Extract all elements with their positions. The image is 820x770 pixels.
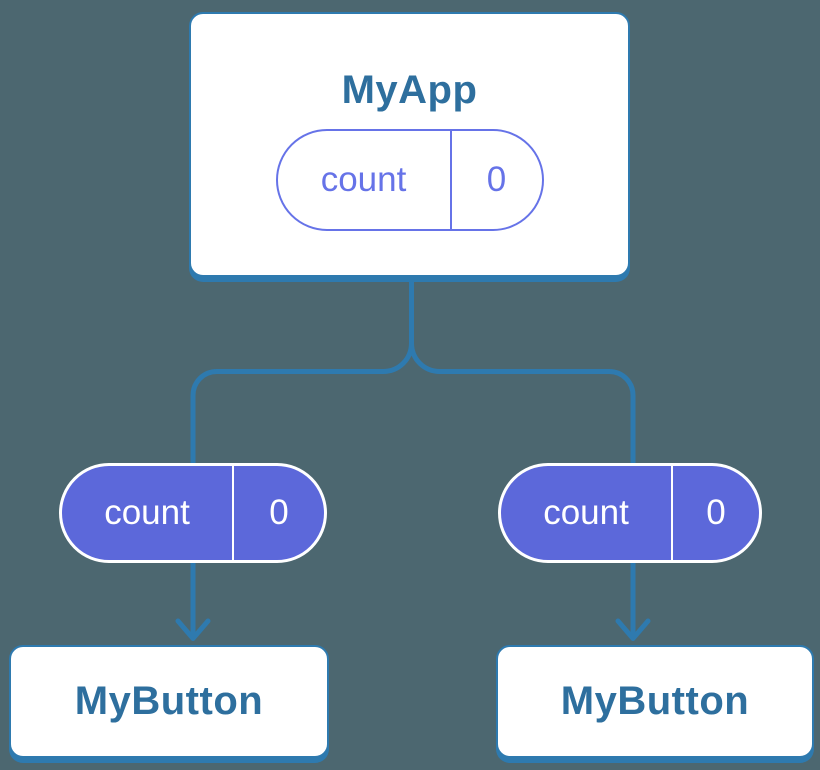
root-state-pill: count 0 <box>275 129 544 231</box>
down-arrowhead-right-icon <box>615 618 651 641</box>
root-component-title: MyApp <box>341 68 478 112</box>
child-component-card-right: MyButton <box>496 645 814 758</box>
child-prop-name-left: count <box>62 466 234 560</box>
down-arrowhead-left-icon <box>175 618 211 641</box>
child-prop-value-right: 0 <box>706 493 726 532</box>
child-component-title-right: MyButton <box>560 679 750 723</box>
child-component-title-left: MyButton <box>74 679 264 723</box>
root-state-value: 0 <box>486 160 507 199</box>
child-prop-pill-right: count 0 <box>498 463 762 563</box>
child-prop-value-left: 0 <box>269 493 289 532</box>
stem-left-branch-connector <box>190 269 414 636</box>
root-state-name: count <box>278 131 452 229</box>
child-component-card-left: MyButton <box>9 645 329 758</box>
child-prop-name-right: count <box>501 466 673 560</box>
root-component-card: MyApp count 0 <box>189 12 630 277</box>
child-prop-pill-left: count 0 <box>59 463 327 563</box>
stem-right-branch-connector <box>409 269 636 636</box>
